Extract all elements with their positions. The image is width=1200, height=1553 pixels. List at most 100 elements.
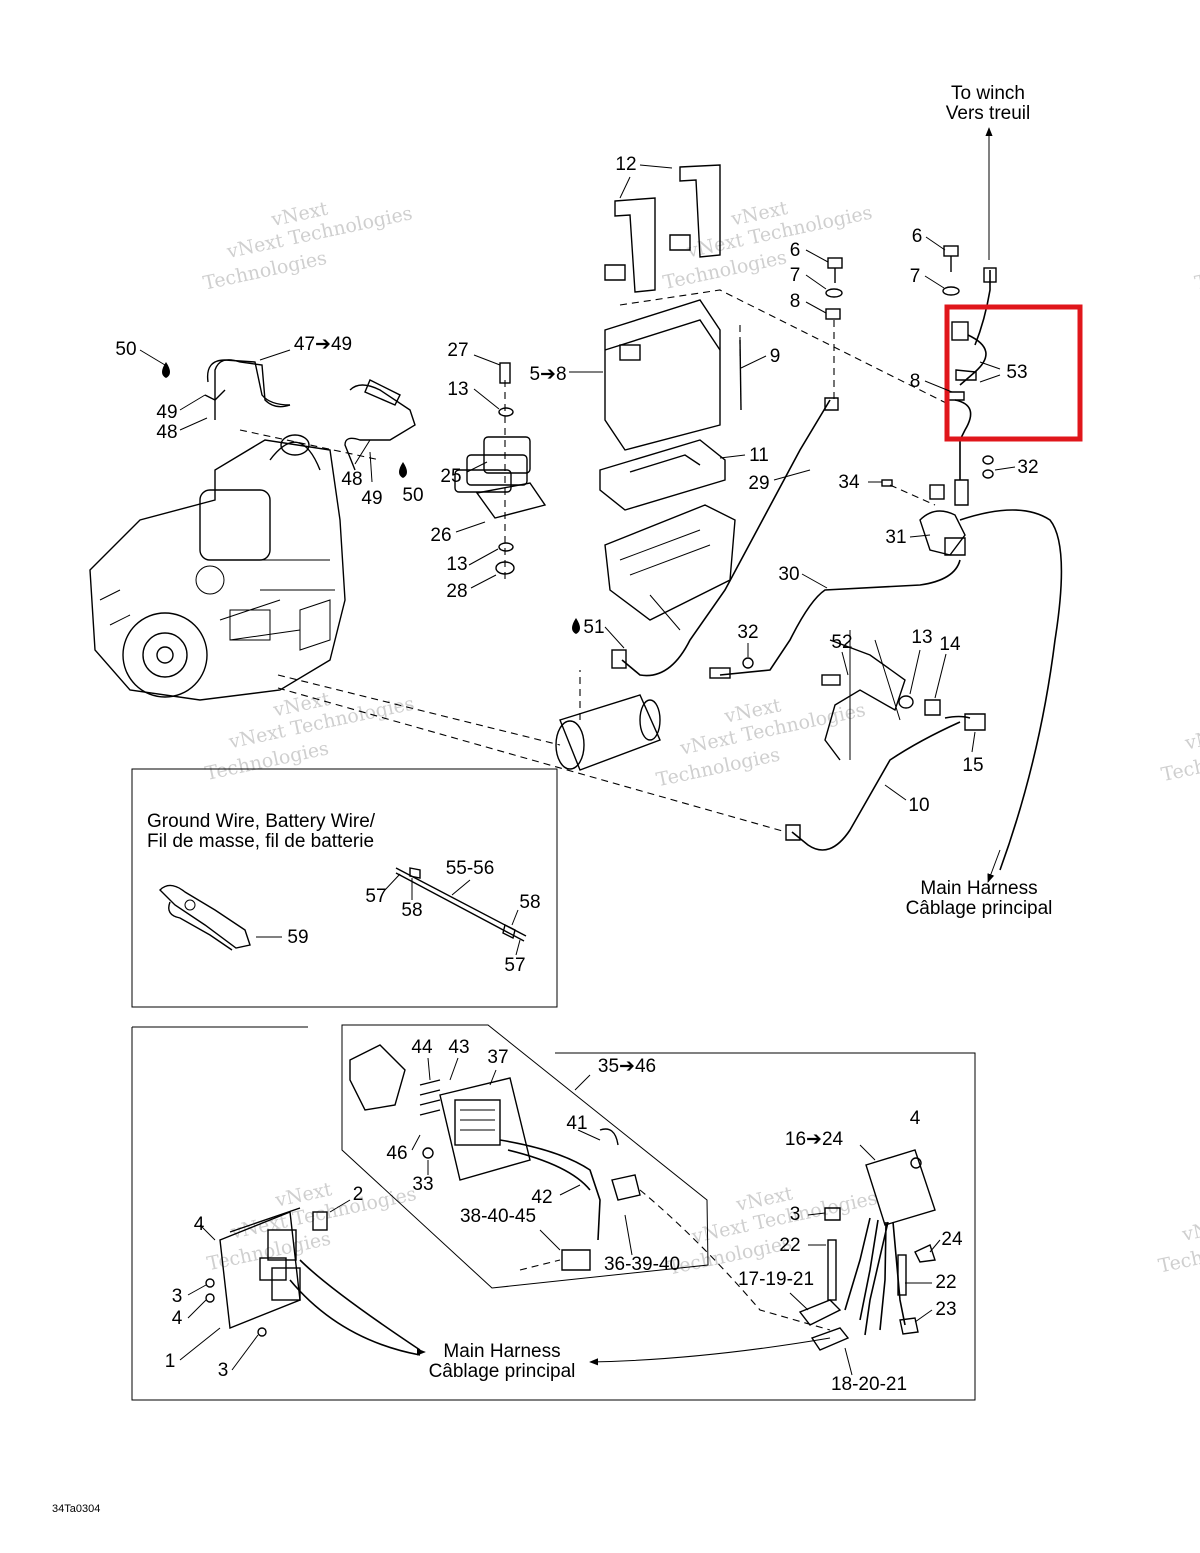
callout-49: 49 [361, 488, 382, 509]
callout-48: 48 [341, 469, 362, 490]
callout-1: 1 [165, 1351, 176, 1372]
callout-27: 27 [447, 340, 468, 361]
callout-42: 42 [531, 1187, 552, 1208]
callout-22: 22 [779, 1235, 800, 1256]
callout-7: 7 [790, 265, 801, 286]
figure-code: 34Ta0304 [52, 1503, 100, 1515]
inset-title-fr: Fil de masse, fil de batterie [147, 831, 374, 852]
battery-terminal-bolts [825, 245, 960, 400]
callout-13: 13 [447, 379, 468, 400]
callout-22: 22 [935, 1272, 956, 1293]
callout-44: 44 [411, 1037, 433, 1058]
callout-37: 37 [487, 1047, 508, 1068]
callout-50: 50 [115, 339, 136, 360]
callout-11: 11 [749, 445, 769, 466]
lubricant-drop-icon [572, 618, 580, 634]
callout-41: 41 [566, 1113, 587, 1134]
starter-motor [277, 649, 754, 771]
callout-leaders [139, 164, 1016, 801]
lubricant-drop-icon [162, 362, 170, 378]
ground-wire-inset [131, 768, 558, 1008]
callout-4: 4 [194, 1214, 205, 1235]
callout-4: 4 [910, 1108, 921, 1129]
callout-5-8: 5➔8 [529, 364, 566, 385]
callout-3: 3 [790, 1204, 801, 1225]
callout-53: 53 [1006, 362, 1027, 383]
inset-title: Ground Wire, Battery Wire/ [147, 811, 376, 832]
winch-cable [947, 267, 997, 506]
callout-2: 2 [353, 1184, 364, 1205]
callout-4: 4 [172, 1308, 183, 1329]
callout-33: 33 [412, 1174, 433, 1195]
callout-3: 3 [172, 1286, 183, 1307]
callout-3: 3 [218, 1360, 229, 1381]
callout-50: 50 [402, 485, 423, 506]
main-harness-label-fr: Câblage principal [906, 898, 1053, 919]
callout-52: 52 [831, 632, 852, 653]
callout-9: 9 [770, 346, 781, 367]
solenoid [881, 479, 966, 556]
hose [206, 359, 291, 406]
ignition-coil [454, 362, 547, 580]
callout-8: 8 [790, 291, 801, 312]
callout-57: 57 [504, 955, 525, 976]
callout-49: 49 [156, 402, 177, 423]
callout-31: 31 [885, 527, 906, 548]
callout-17-19-21: 17-19-21 [738, 1269, 814, 1290]
hose-clamp [364, 379, 401, 406]
lubricant-drop-icon [399, 462, 407, 478]
callout-6: 6 [790, 240, 801, 261]
battery-assembly [599, 164, 742, 631]
battery-cable [621, 399, 831, 677]
callout-55-56: 55-56 [446, 858, 495, 879]
harness-arrow [987, 849, 1001, 883]
callout-13: 13 [911, 627, 932, 648]
starter-cable [719, 559, 961, 676]
watermark-group: vNext vNext Technologies Technologies vN… [201, 197, 1200, 1280]
watermark-text: vNext Technologies [1179, 1185, 1200, 1246]
callout-48: 48 [156, 422, 177, 443]
callout-13: 13 [446, 554, 467, 575]
callout-38-40-45: 38-40-45 [460, 1206, 536, 1227]
callout-25: 25 [440, 466, 461, 487]
callout-15: 15 [962, 755, 983, 776]
callout-26: 26 [430, 525, 451, 546]
electrical-inset [131, 1024, 976, 1401]
cable-terminal [824, 397, 839, 411]
callout-24: 24 [941, 1229, 963, 1250]
callout-43: 43 [448, 1037, 469, 1058]
callout-28: 28 [446, 581, 467, 602]
main-harness-label-fr: Câblage principal [429, 1361, 576, 1382]
callout-32: 32 [1017, 457, 1038, 478]
to-winch-label-fr: Vers treuil [946, 103, 1030, 124]
callout-6: 6 [912, 226, 923, 247]
callout-10: 10 [908, 795, 929, 816]
highlight-box [944, 304, 1083, 442]
callout-58: 58 [401, 900, 422, 921]
callout-47-49: 47➔49 [294, 334, 352, 355]
to-winch-label: To winch [951, 83, 1025, 104]
callout-32: 32 [737, 622, 758, 643]
callout-29: 29 [748, 473, 769, 494]
callout-23: 23 [935, 1299, 956, 1320]
callout-34: 34 [838, 472, 860, 493]
watermark-text: Technologies [1193, 247, 1200, 295]
callout-35-46: 35➔46 [598, 1056, 656, 1077]
callout-30: 30 [778, 564, 799, 585]
leader-line [619, 289, 951, 406]
harness-lead [959, 509, 1063, 871]
hose [344, 384, 416, 471]
callout-58: 58 [519, 892, 540, 913]
watermark-text: vNext Technologies [1182, 694, 1200, 755]
callout-12: 12 [615, 154, 636, 175]
callout-labels: 12 6 7 8 6 7 50 47➔49 49 48 27 13 5➔8 9 … [115, 154, 1038, 1395]
callout-57: 57 [365, 886, 386, 907]
callout-7: 7 [910, 266, 921, 287]
engine-assembly [89, 359, 381, 701]
callout-36-39-40: 36-39-40 [604, 1254, 680, 1275]
main-harness-label: Main Harness [920, 878, 1037, 899]
callout-59: 59 [287, 927, 308, 948]
callout-18-20-21: 18-20-21 [831, 1374, 907, 1395]
callout-46: 46 [386, 1143, 407, 1164]
